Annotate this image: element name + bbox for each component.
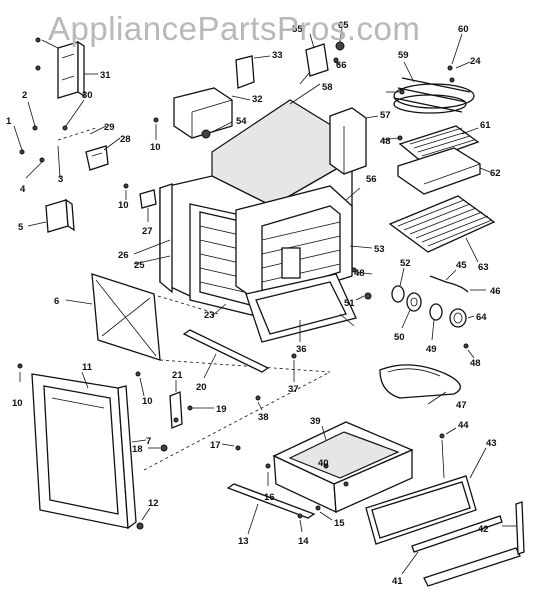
callout-37: 37: [288, 384, 299, 395]
part-57-vent: [329, 107, 367, 175]
callout-58: 58: [322, 82, 333, 93]
callout-10-3: 10: [118, 200, 129, 211]
callout-21: 21: [172, 370, 183, 381]
callout-52: 52: [400, 258, 411, 269]
part-39-drawer: [272, 421, 414, 514]
part-45-wire: [429, 275, 469, 293]
part-21-hinge: [169, 391, 183, 429]
callout-30: 30: [82, 90, 93, 101]
part-31-bracket: [57, 40, 85, 99]
part-32-cover: [173, 87, 233, 139]
part-43-drawer-front: [365, 475, 477, 545]
callout-1: 1: [6, 116, 12, 127]
part-64-ring: [449, 308, 467, 328]
callout-7: 7: [146, 436, 151, 447]
callout-18: 18: [132, 444, 143, 455]
part-41-trim: [411, 515, 503, 553]
part-13-rail: [226, 483, 316, 519]
callout-10-2: 10: [150, 142, 161, 153]
oven-liner: [235, 185, 353, 305]
callout-66: 66: [336, 60, 347, 71]
part-6-panel: [91, 273, 161, 361]
callout-2: 2: [22, 90, 27, 101]
part-27-clip: [139, 189, 157, 209]
callout-44: 44: [458, 420, 469, 431]
watermark: AppliancePartsPros.com: [48, 10, 421, 47]
callout-54: 54: [236, 116, 247, 127]
callout-39: 39: [310, 416, 321, 427]
callout-45: 45: [456, 260, 467, 271]
part-52-knob: [391, 285, 405, 303]
callout-14: 14: [298, 536, 309, 547]
part-62-broiler-pan: [397, 147, 481, 195]
callout-65: 65: [338, 20, 349, 31]
part-55-bracket: [305, 43, 329, 77]
callout-11: 11: [82, 362, 93, 373]
callout-6: 6: [54, 296, 59, 307]
callout-40: 40: [318, 458, 329, 469]
callout-59: 59: [398, 50, 409, 61]
callout-50: 50: [394, 332, 405, 343]
callout-61: 61: [480, 120, 491, 131]
callout-27: 27: [142, 226, 153, 237]
callout-43: 43: [486, 438, 497, 449]
part-61-broiler-grid: [398, 125, 480, 163]
callout-47: 47: [456, 400, 467, 411]
part-11-door: [31, 373, 129, 529]
part-42-trim: [423, 501, 525, 587]
callout-29: 29: [104, 122, 115, 133]
part-20-rail: [182, 329, 270, 373]
callout-46: 46: [490, 286, 501, 297]
part-33-bracket: [235, 55, 255, 89]
part-49-ring: [429, 303, 443, 321]
callout-63: 63: [478, 262, 489, 273]
callout-15: 15: [334, 518, 345, 529]
part-59-element: [393, 77, 475, 114]
callout-20: 20: [196, 382, 207, 393]
callout-24: 24: [470, 56, 481, 67]
part-47-bake-element: [379, 364, 462, 399]
part-36-door-frame: [245, 273, 357, 343]
callout-28: 28: [120, 134, 131, 145]
callout-48: 48: [470, 358, 481, 369]
callout-36: 36: [296, 344, 307, 355]
callout-57: 57: [380, 110, 391, 121]
callout-55: 55: [292, 24, 303, 35]
callout-32: 32: [252, 94, 263, 105]
callout-4: 4: [20, 184, 26, 195]
callout-26: 26: [118, 250, 129, 261]
callout-10-4: 10: [142, 396, 153, 407]
callout-56: 56: [366, 174, 377, 185]
callout-48-2: 48: [380, 136, 391, 147]
callout-17: 17: [210, 440, 221, 451]
callout-64: 64: [476, 312, 487, 323]
callout-49: 49: [426, 344, 437, 355]
callout-31: 31: [100, 70, 111, 81]
callout-13: 13: [238, 536, 249, 547]
callout-62: 62: [490, 168, 501, 179]
callout-60: 60: [458, 24, 469, 35]
callout-19: 19: [216, 404, 227, 415]
part-7-door-trim: [117, 385, 137, 530]
callout-23: 23: [204, 310, 215, 321]
callout-53: 53: [374, 244, 385, 255]
callout-41: 41: [392, 576, 403, 587]
callout-3: 3: [58, 174, 63, 185]
callout-51: 51: [344, 298, 355, 309]
callout-38: 38: [258, 412, 269, 423]
callout-12: 12: [148, 498, 159, 509]
callout-10: 10: [12, 398, 23, 409]
callout-33: 33: [272, 50, 283, 61]
part-28-bracket: [85, 145, 109, 171]
callout-42: 42: [478, 524, 489, 535]
part-63-oven-rack: [388, 195, 496, 253]
callout-25: 25: [134, 260, 145, 271]
callout-16: 16: [264, 492, 275, 503]
part-5-bracket: [45, 198, 75, 233]
callout-5: 5: [18, 222, 24, 233]
callout-48-3: 48: [354, 268, 365, 279]
part-50-knob: [406, 292, 422, 312]
